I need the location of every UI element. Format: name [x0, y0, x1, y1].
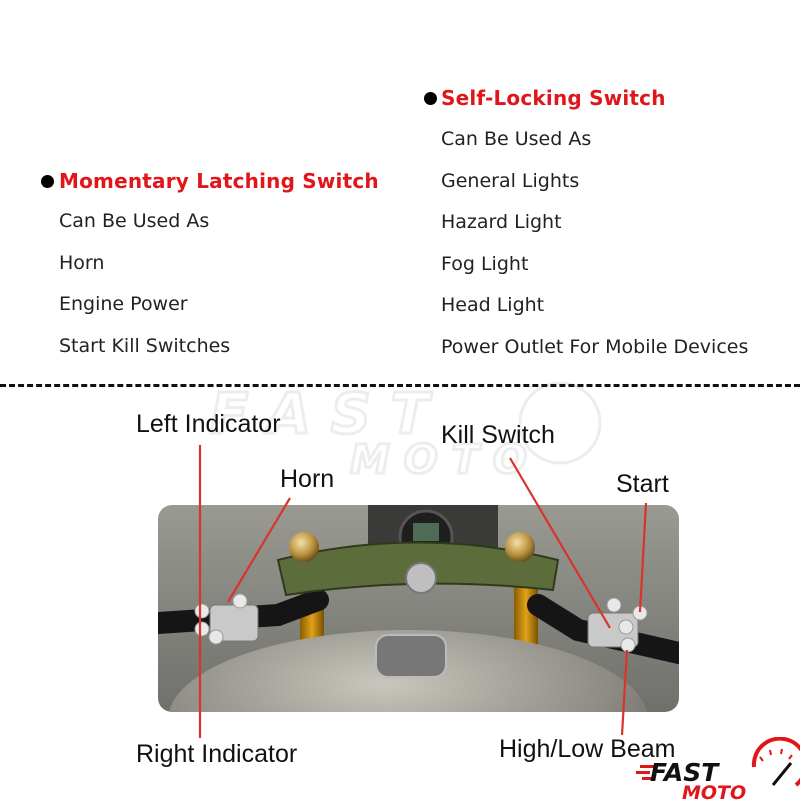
start-label: Start [616, 470, 669, 498]
fastmoto-logo: FAST MOTO [636, 737, 800, 800]
high-low-beam-label: High/Low Beam [499, 735, 676, 763]
momentary-item: Horn [59, 252, 105, 274]
left-indicator-label: Left Indicator [136, 410, 281, 438]
svg-text:M O T O: M O T O [350, 437, 527, 478]
self-locking-item: Can Be Used As [441, 128, 592, 150]
self-locking-item: Head Light [441, 294, 545, 316]
beam-line [620, 649, 629, 736]
start-line [638, 502, 648, 613]
svg-text:F A S T: F A S T [210, 382, 432, 447]
momentary-item: Start Kill Switches [59, 335, 231, 357]
momentary-item: Engine Power [59, 293, 188, 315]
bullet-self-locking [424, 92, 437, 105]
self-locking-item: Fog Light [441, 253, 529, 275]
bullet-momentary [41, 175, 54, 188]
logo-moto-text: MOTO [682, 782, 746, 800]
momentary-item: Can Be Used As [59, 210, 210, 232]
logo-fast-text: FAST [650, 758, 720, 787]
self-locking-item: Hazard Light [441, 211, 562, 233]
right-indicator-label: Right Indicator [136, 740, 298, 768]
handlebar-photo [158, 505, 679, 712]
self-locking-item: General Lights [441, 170, 580, 192]
horn-label: Horn [280, 465, 335, 493]
kill-switch-line [509, 457, 611, 629]
dashed-divider [0, 384, 800, 387]
watermark-logo: F A S T M O T O [209, 381, 602, 478]
horn-line [227, 497, 291, 603]
self-locking-heading: Self-Locking Switch [441, 86, 666, 110]
momentary-heading: Momentary Latching Switch [59, 169, 379, 193]
kill-switch-label: Kill Switch [441, 421, 555, 449]
self-locking-item: Power Outlet For Mobile Devices [441, 336, 749, 358]
